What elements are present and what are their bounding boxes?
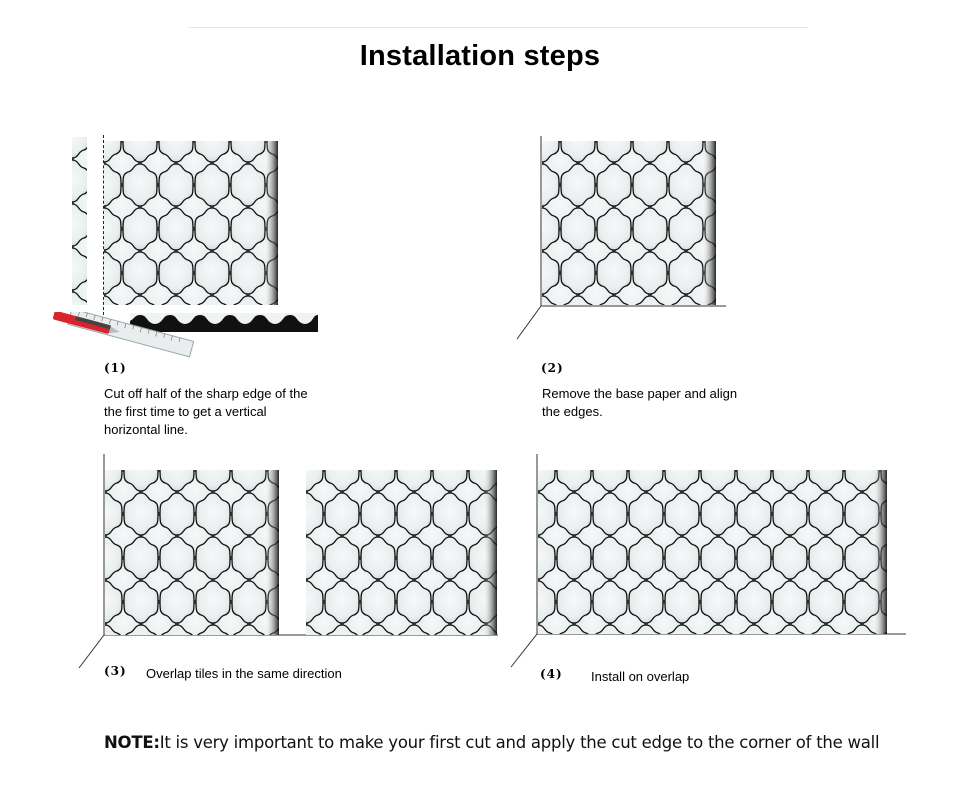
tile-sheet (542, 141, 716, 305)
ruler-and-knife (53, 312, 194, 358)
step-1-number: (1) (104, 361, 127, 375)
bottom-tile-strip (130, 313, 318, 332)
step-4-text: Install on overlap (591, 669, 690, 684)
note-body: It is very important to make your first … (159, 733, 880, 752)
note-text: NOTE:It is very important to make your f… (104, 733, 880, 752)
tile-sheet-right (306, 470, 497, 635)
ruler-icon (67, 312, 194, 358)
step-1-text: Cut off half of the sharp edge of the th… (104, 386, 308, 437)
page-title: Installation steps (359, 40, 601, 72)
tile-sheet (104, 141, 278, 305)
cut-line (103, 135, 104, 315)
top-divider (188, 27, 808, 28)
utility-knife-icon (53, 312, 120, 334)
wall-corner (510, 454, 906, 668)
step-3-text: Overlap tiles in the same direction (146, 666, 342, 681)
step-4-number: (4) (540, 667, 563, 681)
tile-sheet-combined (538, 470, 887, 634)
wall-corner (516, 136, 726, 340)
wall-corner (78, 454, 498, 669)
tile-sheet-left (105, 470, 279, 635)
cut-tile-strip (72, 137, 92, 305)
step-2-text: Remove the base paper and align the edge… (542, 386, 738, 419)
step-2-number: (2) (541, 361, 564, 375)
step-3-number: (3) (104, 664, 127, 678)
note-label: NOTE: (104, 733, 160, 752)
